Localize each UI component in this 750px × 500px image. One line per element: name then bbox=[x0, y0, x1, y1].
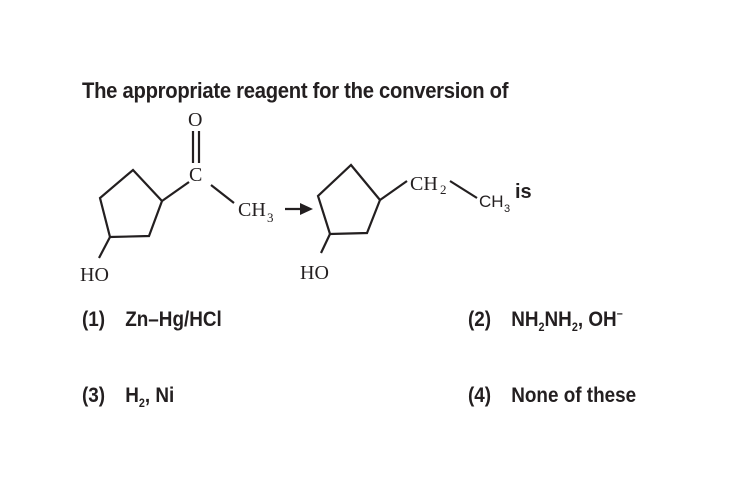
reactant-methyl-label: CH bbox=[238, 199, 266, 221]
reactant-carbonyl-oxygen: O bbox=[188, 109, 202, 131]
option-4-number: (4) bbox=[468, 384, 492, 407]
option-4-text-part: None of these bbox=[511, 384, 637, 407]
option-2-text: NH2NH2, OH– bbox=[511, 306, 623, 334]
reactant-carbonyl-methyl-bond bbox=[210, 184, 235, 204]
product-methylene-label: CH bbox=[410, 173, 438, 195]
option-3-number: (3) bbox=[82, 384, 106, 407]
option-1[interactable]: (1) Zn–Hg/HCl bbox=[82, 308, 222, 332]
reactant-ring-carbonyl-bond bbox=[161, 181, 190, 202]
option-1-number: (1) bbox=[82, 308, 106, 331]
option-2-text-part: NH bbox=[544, 308, 572, 331]
product-cyclopentane-ring bbox=[316, 163, 382, 236]
product-methyl-subscript: 3 bbox=[504, 203, 510, 215]
reactant-hydroxyl-label: HO bbox=[80, 264, 109, 286]
product-methyl-label: CH bbox=[479, 192, 504, 211]
option-1-text: Zn–Hg/HCl bbox=[125, 308, 222, 332]
option-2-number: (2) bbox=[468, 308, 492, 331]
option-3-text-part: , Ni bbox=[144, 384, 175, 407]
option-2-text-part: 2 bbox=[538, 320, 545, 334]
option-3-text-part: H bbox=[125, 384, 139, 407]
reactant-hydroxyl-bond bbox=[98, 236, 111, 259]
option-2[interactable]: (2) NH2NH2, OH– bbox=[468, 306, 623, 334]
product-ring-methylene-bond bbox=[379, 180, 408, 201]
question-text: The appropriate reagent for the conversi… bbox=[82, 78, 509, 103]
reactant-cyclopentane-ring bbox=[98, 168, 164, 239]
option-3-text-part: 2 bbox=[138, 396, 145, 410]
product-methylene-subscript: 2 bbox=[440, 182, 447, 197]
option-3[interactable]: (3) H2, Ni bbox=[82, 384, 175, 410]
option-4[interactable]: (4) None of these bbox=[468, 384, 636, 408]
reactant-carbonyl-carbon: C bbox=[189, 164, 202, 186]
product-hydroxyl-bond bbox=[320, 233, 331, 254]
reactant-methyl-subscript: 3 bbox=[267, 210, 274, 225]
option-2-text-part: , OH bbox=[577, 308, 617, 331]
option-2-text-part: 2 bbox=[571, 320, 578, 334]
option-1-text-part: Zn–Hg/HCl bbox=[125, 308, 222, 331]
reaction-arrow-head bbox=[300, 203, 313, 215]
option-3-text: H2, Ni bbox=[125, 384, 175, 410]
product-hydroxyl-label: HO bbox=[300, 262, 329, 284]
product-ethyl-bond bbox=[449, 180, 478, 199]
option-2-text-part: – bbox=[616, 306, 623, 320]
option-2-text-part: NH bbox=[511, 308, 539, 331]
option-4-text: None of these bbox=[511, 384, 636, 408]
reaction-scheme: O C CH 3 HO CH 2 CH 3 is HO bbox=[80, 109, 532, 286]
scheme-suffix-text: is bbox=[515, 181, 532, 203]
